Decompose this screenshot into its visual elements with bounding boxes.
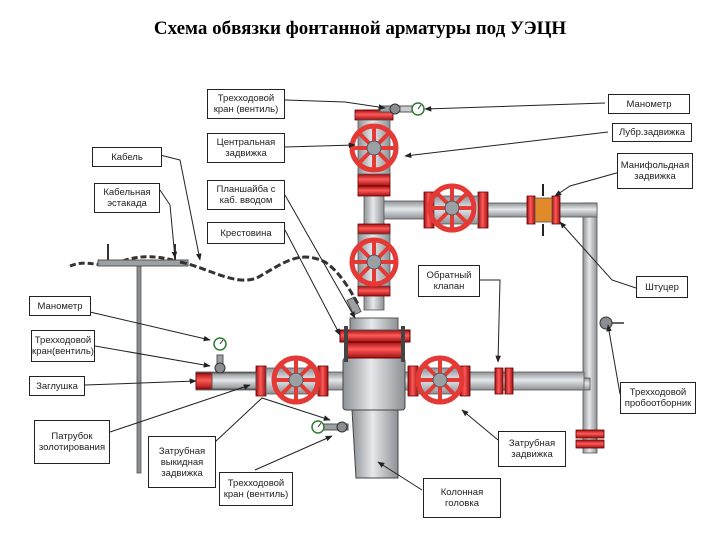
label-central-valve: Центральная задвижка bbox=[207, 133, 285, 163]
cross-body bbox=[339, 317, 411, 479]
label-manometer-left: Манометр bbox=[29, 296, 91, 316]
label-cable: Кабель bbox=[92, 147, 162, 167]
label-plug: Заглушка bbox=[29, 376, 85, 396]
label-annulus-valve: Затрубная задвижка bbox=[498, 431, 566, 467]
three-way-sampler bbox=[599, 316, 624, 330]
label-check-valve: Обратный клапан bbox=[418, 265, 480, 297]
label-lubricator-valve: Лубр.задвижка bbox=[612, 123, 692, 142]
handwheel-annulus-outlet-valve bbox=[271, 355, 321, 405]
handwheel-annulus-valve bbox=[415, 355, 465, 405]
left-three-way-valve bbox=[211, 337, 257, 390]
label-three-way-valve-bottom: Трехходовой кран (вентиль) bbox=[219, 472, 293, 506]
diagram-title: Схема обвязки фонтанной арматуры под УЭЦ… bbox=[153, 18, 567, 39]
leader-lines bbox=[84, 99, 637, 491]
cable-estacade bbox=[69, 244, 189, 268]
label-casing-head: Колонная головка bbox=[423, 478, 501, 518]
label-three-way-valve-left: Трехходовой кран(вентиль) bbox=[31, 330, 95, 362]
label-manifold-valve: Манифольдная задвижка bbox=[617, 153, 693, 189]
bottom-three-way-valve bbox=[311, 420, 349, 434]
label-manometer-right: Манометр bbox=[608, 94, 690, 114]
label-branch-pipe: Патрубок золотирования bbox=[34, 420, 110, 464]
handwheel-central-valve bbox=[349, 123, 399, 173]
label-annulus-outlet-valve: Затрубная выкидная задвижка bbox=[148, 436, 216, 488]
handwheel-side-valve bbox=[427, 183, 477, 233]
label-cable-estacade: Кабельная эстакада bbox=[94, 183, 160, 213]
label-cross: Крестовина bbox=[207, 222, 285, 244]
label-three-way-valve-top: Трехходовой кран (вентиль) bbox=[207, 89, 285, 119]
label-three-way-sampler: Трехходовой пробоотборник bbox=[620, 382, 696, 414]
label-choke: Штуцер bbox=[636, 276, 688, 298]
power-cable bbox=[179, 255, 360, 305]
check-valve-fitting bbox=[346, 296, 362, 316]
label-tubing-hanger-plate: Планшайба с каб. вводом bbox=[207, 180, 285, 210]
handwheel-lower-central-valve bbox=[349, 237, 399, 287]
